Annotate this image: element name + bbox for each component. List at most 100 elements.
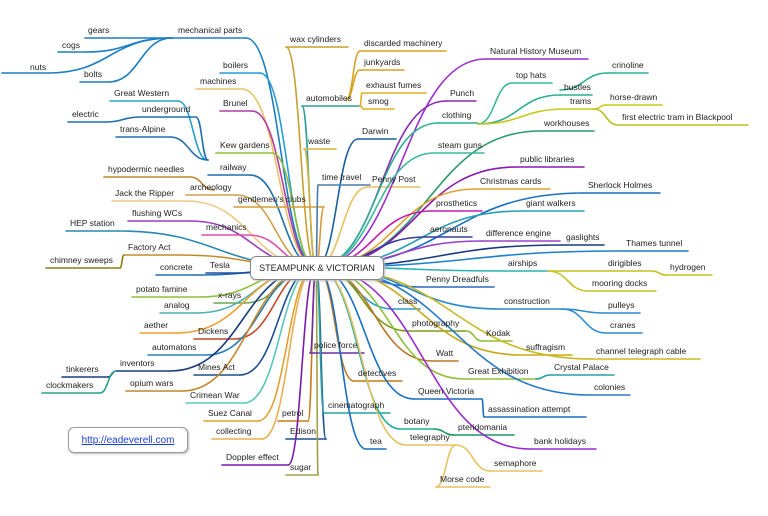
node-prosthetics: prosthetics: [436, 198, 477, 208]
node-labels: mechanical partsgearscogsnutsboltsboiler…: [30, 25, 733, 484]
node-tea: tea: [370, 436, 382, 446]
branch-crystal-palace: [535, 374, 551, 380]
node-aeronauts: aeronauts: [430, 224, 468, 234]
node-clockmakers: clockmakers: [46, 380, 93, 390]
node-channel-telegraph-cable: channel telegraph cable: [596, 346, 687, 356]
node-smog: smog: [368, 96, 389, 106]
node-cogs: cogs: [62, 40, 80, 50]
node-pteridomania: pteridomania: [458, 422, 507, 432]
node-horse-drawn: horse-drawn: [610, 92, 658, 102]
node-giant-walkers: giant walkers: [526, 198, 576, 208]
node-assassination-attempt: assassination attempt: [488, 404, 571, 414]
node-gaslights: gaslights: [566, 232, 600, 242]
branch-smog: [359, 105, 365, 110]
node-sherlock-holmes: Sherlock Holmes: [588, 180, 652, 190]
node-top-hats: top hats: [516, 70, 546, 80]
node-waste: waste: [307, 136, 330, 146]
branch-mooring-docks: [547, 270, 589, 292]
central-topic: STEAMPUNK & VICTORIAN: [250, 256, 384, 280]
branch-trams: [477, 108, 567, 125]
node-dirigibles: dirigibles: [608, 258, 642, 268]
node-hydrogen: hydrogen: [670, 262, 706, 272]
node-crimean-war: Crimean War: [190, 390, 240, 400]
node-potato-famine: potato famine: [136, 284, 188, 294]
branch-crimean-war: [243, 266, 317, 404]
node-detectives: detectives: [358, 368, 396, 378]
branch-trans-alpine: [169, 136, 209, 161]
branch-time-travel: [315, 184, 319, 268]
branch-sugar: [315, 266, 319, 476]
node-morse-code: Morse code: [440, 474, 485, 484]
node-concrete: concrete: [160, 262, 193, 272]
node-natural-history-museum: Natural History Museum: [490, 46, 581, 56]
node-automobiles: automobiles: [306, 93, 352, 103]
node-darwin: Darwin: [362, 126, 389, 136]
branch-nuts: [47, 37, 173, 74]
node-airships: airships: [508, 258, 537, 268]
branch-hydrogen: [651, 270, 667, 276]
node-wax-cylinders: wax cylinders: [289, 34, 341, 44]
branch-assassination-attempt: [481, 398, 485, 418]
node-first-electric-tram: first electric tram in Blackpool: [622, 112, 733, 122]
branch-top-hats: [477, 82, 513, 125]
node-construction: construction: [504, 296, 550, 306]
branch-lines: [1, 37, 749, 488]
branch-great-western: [177, 100, 209, 161]
node-petrol: petrol: [282, 408, 303, 418]
branch-mines-act: [239, 266, 317, 376]
node-steam-guns: steam guns: [438, 140, 482, 150]
node-punch: Punch: [450, 88, 474, 98]
node-x-rays: x-rays: [218, 290, 241, 300]
node-aether: aether: [144, 320, 168, 330]
node-archeology: archeology: [190, 182, 232, 192]
node-colonies: colonies: [594, 382, 625, 392]
node-underground: underground: [142, 104, 190, 114]
node-inventors: inventors: [120, 358, 155, 368]
central-topic-label: STEAMPUNK & VICTORIAN: [259, 263, 375, 273]
node-dickens: Dickens: [198, 326, 228, 336]
node-railway: railway: [220, 162, 247, 172]
node-factory-act: Factory Act: [128, 242, 171, 252]
node-great-western: Great Western: [114, 88, 169, 98]
node-electric: electric: [72, 109, 100, 119]
branch-kodak: [465, 330, 483, 342]
branch-penny-post: [315, 186, 369, 268]
node-suffragism: suffragism: [526, 342, 565, 352]
node-machines: machines: [200, 76, 236, 86]
node-kew-gardens: Kew gardens: [220, 140, 270, 150]
branch-chimney-sweeps: [119, 254, 125, 269]
website-link-box[interactable]: http://eadeverell.com: [68, 427, 188, 453]
node-mines-act: Mines Act: [198, 362, 235, 372]
node-christmas-cards: Christmas cards: [480, 176, 541, 186]
node-watt: Watt: [436, 348, 454, 358]
node-automatons: automatons: [152, 342, 196, 352]
branch-pteridomania: [433, 428, 455, 436]
branch-electric: [105, 116, 141, 123]
node-pulleys: pulleys: [608, 300, 634, 310]
node-collecting: collecting: [216, 426, 252, 436]
branch-clockmakers: [99, 370, 117, 394]
node-great-exhibition: Great Exhibition: [468, 366, 529, 376]
node-telegraphy: telegraphy: [410, 432, 450, 442]
node-clothing: clothing: [442, 110, 472, 120]
node-penny-post: Penny Post: [372, 174, 416, 184]
node-botany: botany: [404, 416, 430, 426]
node-gentlemens-clubs: gentlemen's clubs: [238, 194, 306, 204]
node-photography: photography: [412, 318, 460, 328]
branch-hypodermic-needles: [189, 176, 215, 191]
website-link[interactable]: http://eadeverell.com: [81, 434, 175, 446]
node-time-travel: time travel: [322, 172, 361, 182]
node-jack-the-ripper: Jack the Ripper: [115, 188, 174, 198]
branch-crinoline: [559, 72, 609, 91]
node-trans-alpine: trans-Alpine: [120, 124, 166, 134]
node-edison: Edison: [290, 426, 316, 436]
node-sugar: sugar: [290, 462, 311, 472]
node-exhaust-fumes: exhaust fumes: [366, 80, 421, 90]
node-public-libraries: public libraries: [520, 154, 574, 164]
branch-morse-code: [435, 444, 457, 488]
node-crinoline: crinoline: [612, 60, 644, 70]
node-difference-engine: difference engine: [486, 228, 551, 238]
node-trams: trams: [570, 96, 591, 106]
node-mechanics: mechanics: [206, 222, 247, 232]
branch-exhaust-fumes: [359, 92, 363, 107]
